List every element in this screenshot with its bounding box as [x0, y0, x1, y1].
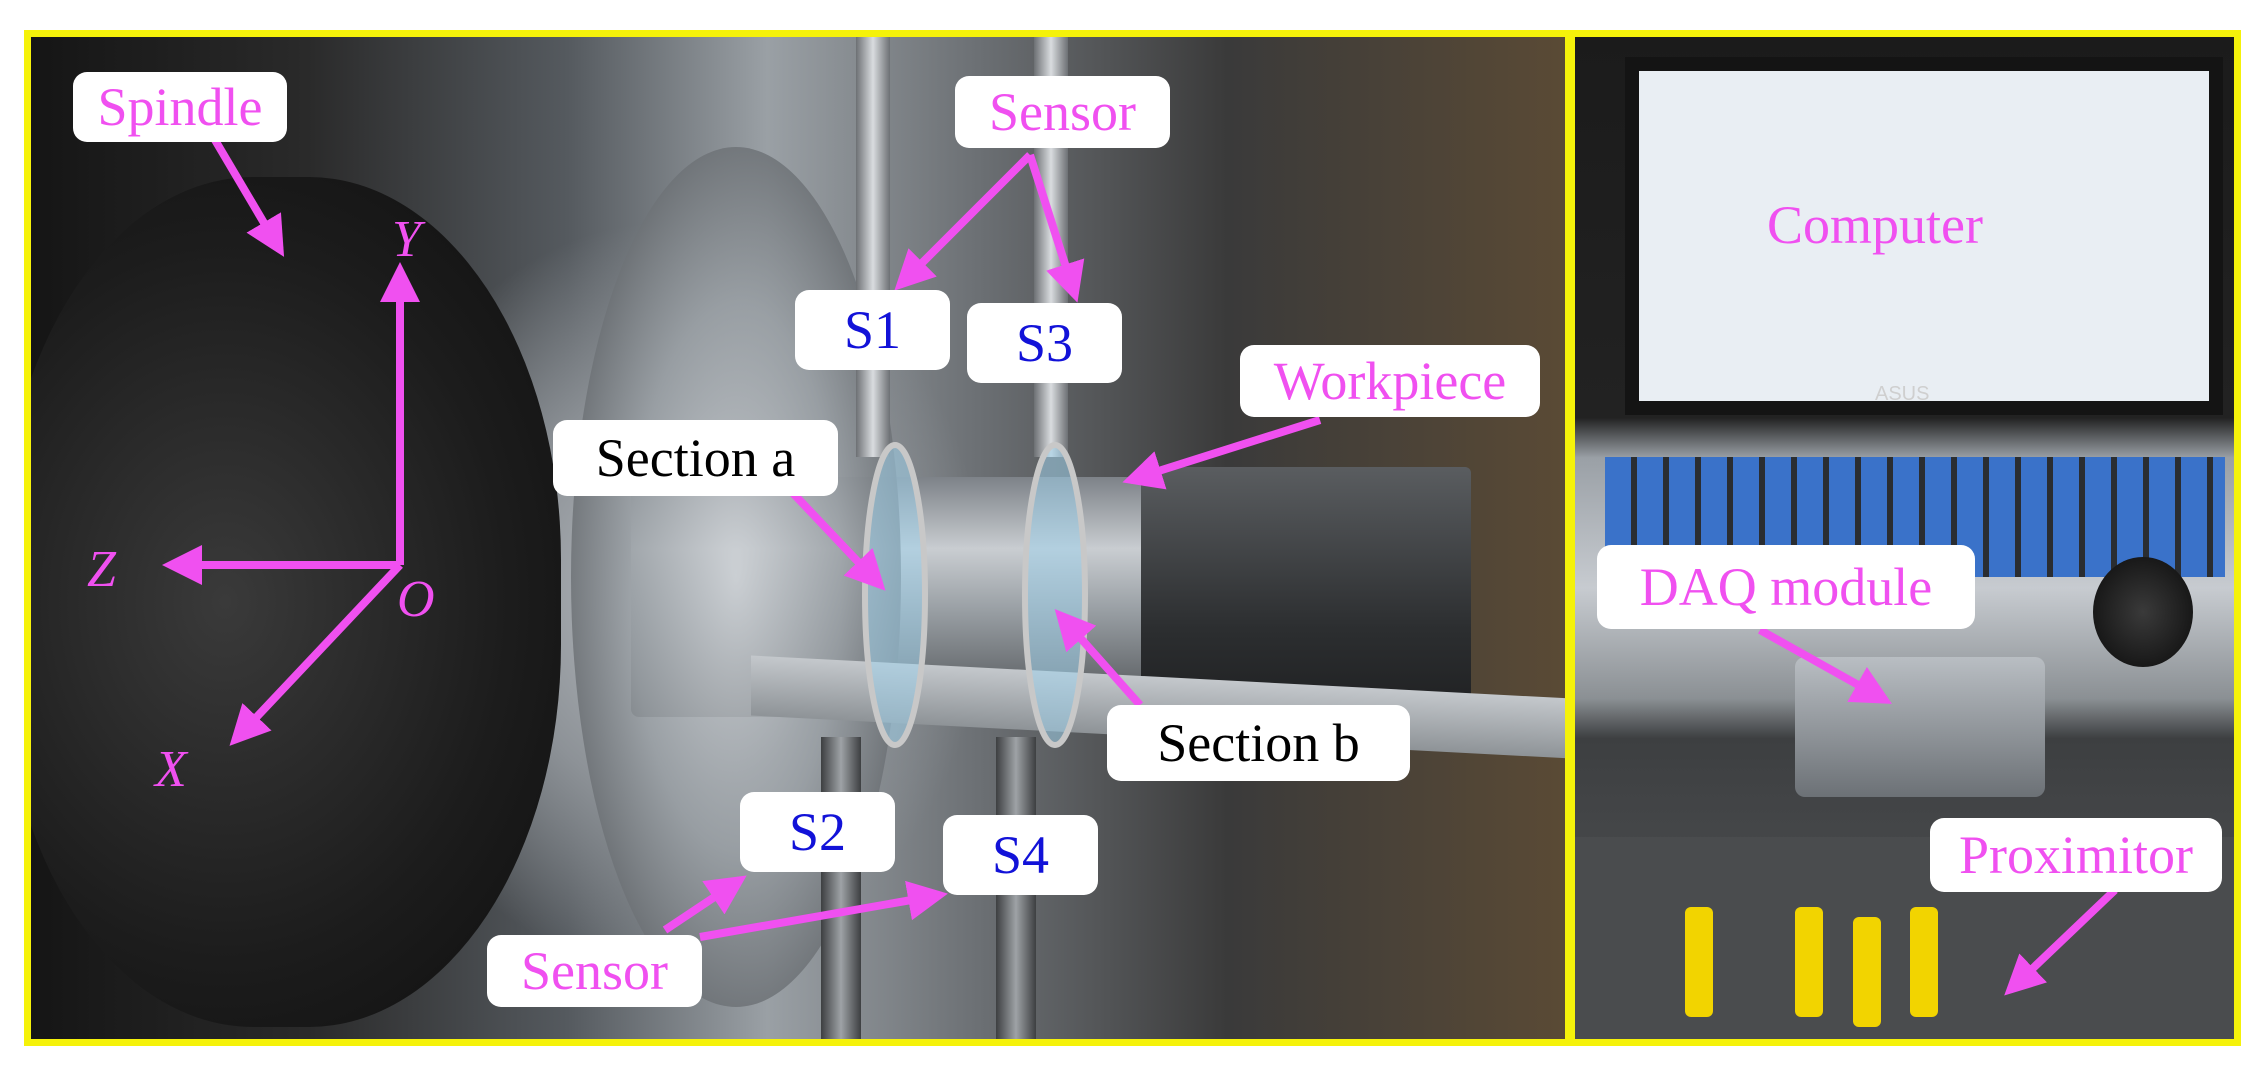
- sensor-bottom-arrow-s2: [662, 875, 747, 934]
- section-a-label: Section a: [553, 420, 838, 496]
- connector: [1910, 907, 1938, 1017]
- connector: [1795, 907, 1823, 1017]
- daq-device: [1795, 657, 2045, 797]
- sensor-probe-s2: [821, 737, 861, 1039]
- axis-z-label: Z: [87, 541, 116, 598]
- laptop-screen: [1625, 57, 2223, 415]
- section-b-label: Section b: [1107, 705, 1410, 781]
- laptop-brand: ASUS: [1875, 383, 1930, 405]
- workpiece-label: Workpiece: [1240, 345, 1540, 417]
- spindle-label: Spindle: [73, 72, 287, 142]
- connector: [1853, 917, 1881, 1027]
- axis-x-arrow: [229, 562, 403, 746]
- sensor-top-arrow-s3: [1026, 153, 1085, 303]
- daq-module-label: DAQ module: [1597, 545, 1975, 629]
- proximitor-label: Proximitor: [1930, 818, 2222, 892]
- s3-label: S3: [967, 303, 1122, 383]
- s1-label: S1: [795, 290, 950, 370]
- spindle-arrow: [211, 137, 285, 257]
- sensor-top-label: Sensor: [955, 76, 1170, 148]
- sensor-probe-s1: [856, 37, 890, 457]
- panel-divider: [1565, 30, 1571, 1046]
- daq-arrow: [1758, 626, 1892, 704]
- section-b-ring: [1022, 442, 1088, 748]
- sensor-bottom-arrow-s4: [699, 880, 948, 941]
- axis-x-label: X: [155, 741, 187, 798]
- s4-label: S4: [943, 815, 1098, 895]
- axis-y-label: Y: [392, 211, 421, 268]
- workpiece-arrow: [1122, 416, 1322, 490]
- sensor-bottom-label: Sensor: [487, 935, 702, 1007]
- axis-origin-label: O: [397, 571, 435, 628]
- sensor-top-arrow-s1: [894, 152, 1033, 291]
- connector: [1685, 907, 1713, 1017]
- section-b-arrow: [1054, 609, 1143, 708]
- proximitor-arrow: [2004, 887, 2118, 996]
- mouse: [2093, 557, 2193, 667]
- section-a-arrow: [787, 487, 886, 591]
- spindle-housing: [31, 177, 561, 1027]
- computer-label: Computer: [1767, 195, 1983, 255]
- section-a-ring: [862, 442, 928, 748]
- s2-label: S2: [740, 792, 895, 872]
